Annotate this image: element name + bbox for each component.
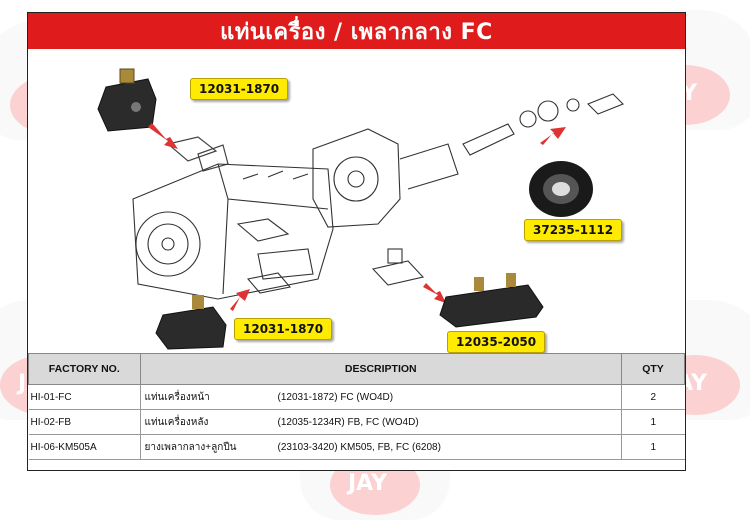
part-detail-cell: (23103-3420) KM505, FB, FC (6208) <box>275 434 622 460</box>
qty-cell: 2 <box>621 384 685 410</box>
qty-cell: 1 <box>621 434 685 460</box>
title-banner: แท่นเครื่อง / เพลากลาง FC <box>28 13 685 49</box>
table-row: HI-01-FC แท่นเครื่องหน้า (12031-1872) FC… <box>28 384 685 410</box>
rear-mount-icon <box>439 273 544 328</box>
center-bearing-icon <box>529 161 593 217</box>
parts-diagram: 12031-1870 37235-1112 12031-1870 12035-2… <box>28 49 685 353</box>
engine-block-icon <box>132 163 334 300</box>
part-name-cell: แท่นเครื่องหน้า <box>140 384 276 410</box>
part-detail-cell: (12035-1234R) FB, FC (WO4D) <box>275 409 622 435</box>
factory-no-cell: HI-06-KM505A <box>28 434 141 460</box>
table-row: HI-06-KM505A ยางเพลากลาง+ลูกปืน (23103-3… <box>28 434 685 460</box>
factory-no-cell: HI-01-FC <box>28 384 141 410</box>
engine-mount-icon <box>97 68 157 132</box>
diagram-illustration <box>97 68 624 350</box>
column-header-factory-no: FACTORY NO. <box>28 353 141 385</box>
qty-cell: 1 <box>621 409 685 435</box>
pointer-arrow-icon <box>423 283 446 303</box>
part-number-callout: 12035-2050 <box>447 331 546 353</box>
engine-mount-icon <box>155 295 227 350</box>
part-detail-cell: (12031-1872) FC (WO4D) <box>275 384 622 410</box>
part-name-cell: ยางเพลากลาง+ลูกปืน <box>140 434 276 460</box>
table-row: HI-02-FB แท่นเครื่องหลัง (12035-1234R) F… <box>28 409 685 435</box>
parts-table: FACTORY NO. DESCRIPTION QTY HI-01-FC แท่… <box>28 353 685 460</box>
page-title: แท่นเครื่อง / เพลากลาง FC <box>220 19 493 45</box>
pointer-arrow-icon <box>148 123 178 149</box>
part-number-callout: 37235-1112 <box>524 219 623 241</box>
part-name-cell: แท่นเครื่องหลัง <box>140 409 276 435</box>
transmission-icon <box>312 128 459 228</box>
pointer-arrow-icon <box>230 289 250 311</box>
pointer-arrow-icon <box>540 127 566 145</box>
catalog-page: แท่นเครื่อง / เพลากลาง FC <box>27 12 686 471</box>
part-number-callout: 12031-1870 <box>190 78 289 100</box>
column-header-qty: QTY <box>621 353 685 385</box>
column-header-description: DESCRIPTION <box>139 353 622 385</box>
part-number-callout: 12031-1870 <box>234 318 333 340</box>
factory-no-cell: HI-02-FB <box>28 409 141 435</box>
